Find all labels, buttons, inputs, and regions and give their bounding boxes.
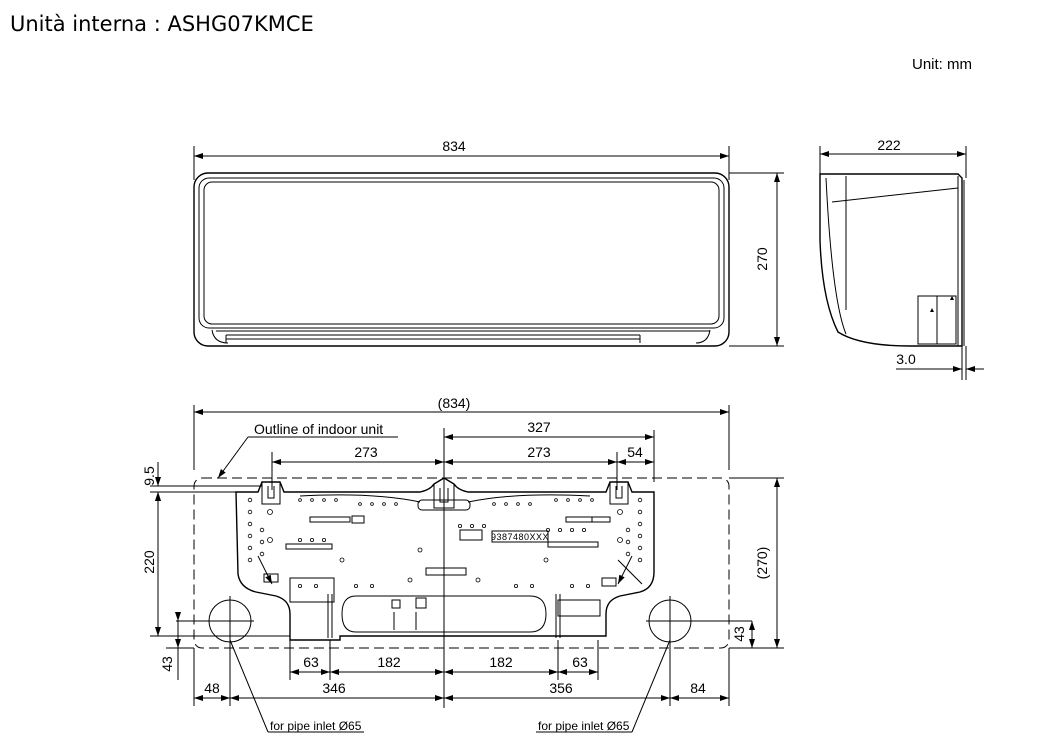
dim-327: 327 <box>527 419 551 435</box>
dim-48: 48 <box>204 680 220 696</box>
dim-43-left: 43 <box>159 656 175 672</box>
outline-height-dim: (270) <box>754 547 770 580</box>
dim-182-right: 182 <box>489 654 513 670</box>
pipe-inlet-left-label: for pipe inlet Ø65 <box>270 719 362 733</box>
dim-54: 54 <box>627 444 643 460</box>
unit-label: Unit: mm <box>912 56 972 73</box>
dim-273-left: 273 <box>354 444 378 460</box>
dim-9-5: 9.5 <box>141 466 157 486</box>
front-view: 834 270 <box>193 138 784 347</box>
dim-220: 220 <box>141 550 157 574</box>
outline-width-dim: (834) <box>438 395 471 411</box>
dim-84: 84 <box>690 680 706 696</box>
dim-63-left: 63 <box>303 654 319 670</box>
front-width-dim: 834 <box>442 138 466 154</box>
dim-356: 356 <box>549 680 573 696</box>
dim-346: 346 <box>322 680 346 696</box>
dim-273-right: 273 <box>527 444 551 460</box>
dim-63-right: 63 <box>572 654 588 670</box>
pipe-inlet-right-label: for pipe inlet Ø65 <box>538 719 630 733</box>
front-height-dim: 270 <box>754 247 770 271</box>
dim-43-right: 43 <box>731 626 747 642</box>
side-offset-dim: 3.0 <box>896 351 916 367</box>
dim-182-left: 182 <box>377 654 401 670</box>
product-code: 9387480XXX <box>491 532 549 542</box>
side-depth-dim: 222 <box>877 137 901 153</box>
page-title: Unità interna : ASHG07KMCE <box>10 12 314 36</box>
mounting-plate-view: (834) Outline of indoor unit 327 273 273… <box>141 395 784 733</box>
outline-label: Outline of indoor unit <box>254 421 383 437</box>
side-view: 222 3.0 <box>819 137 984 380</box>
